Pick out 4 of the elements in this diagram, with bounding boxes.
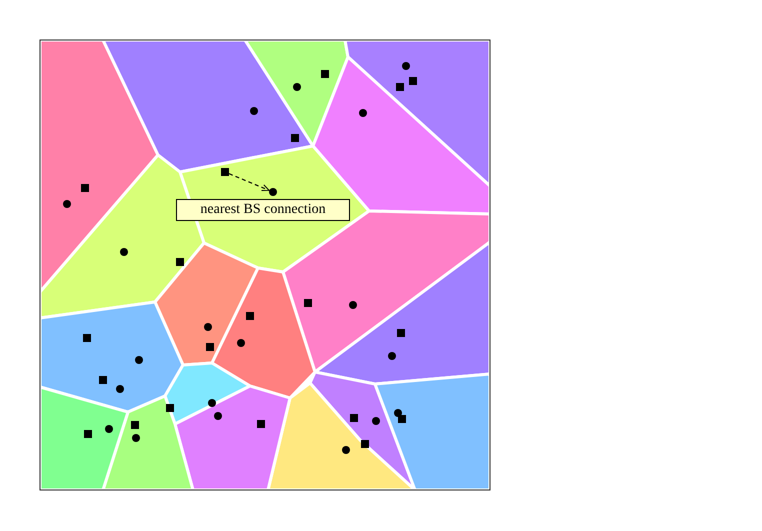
callout-box <box>176 199 350 221</box>
callout-text: nearest BS connection <box>200 202 326 218</box>
base-station-square <box>221 168 229 176</box>
dashed-arrow <box>228 173 270 191</box>
